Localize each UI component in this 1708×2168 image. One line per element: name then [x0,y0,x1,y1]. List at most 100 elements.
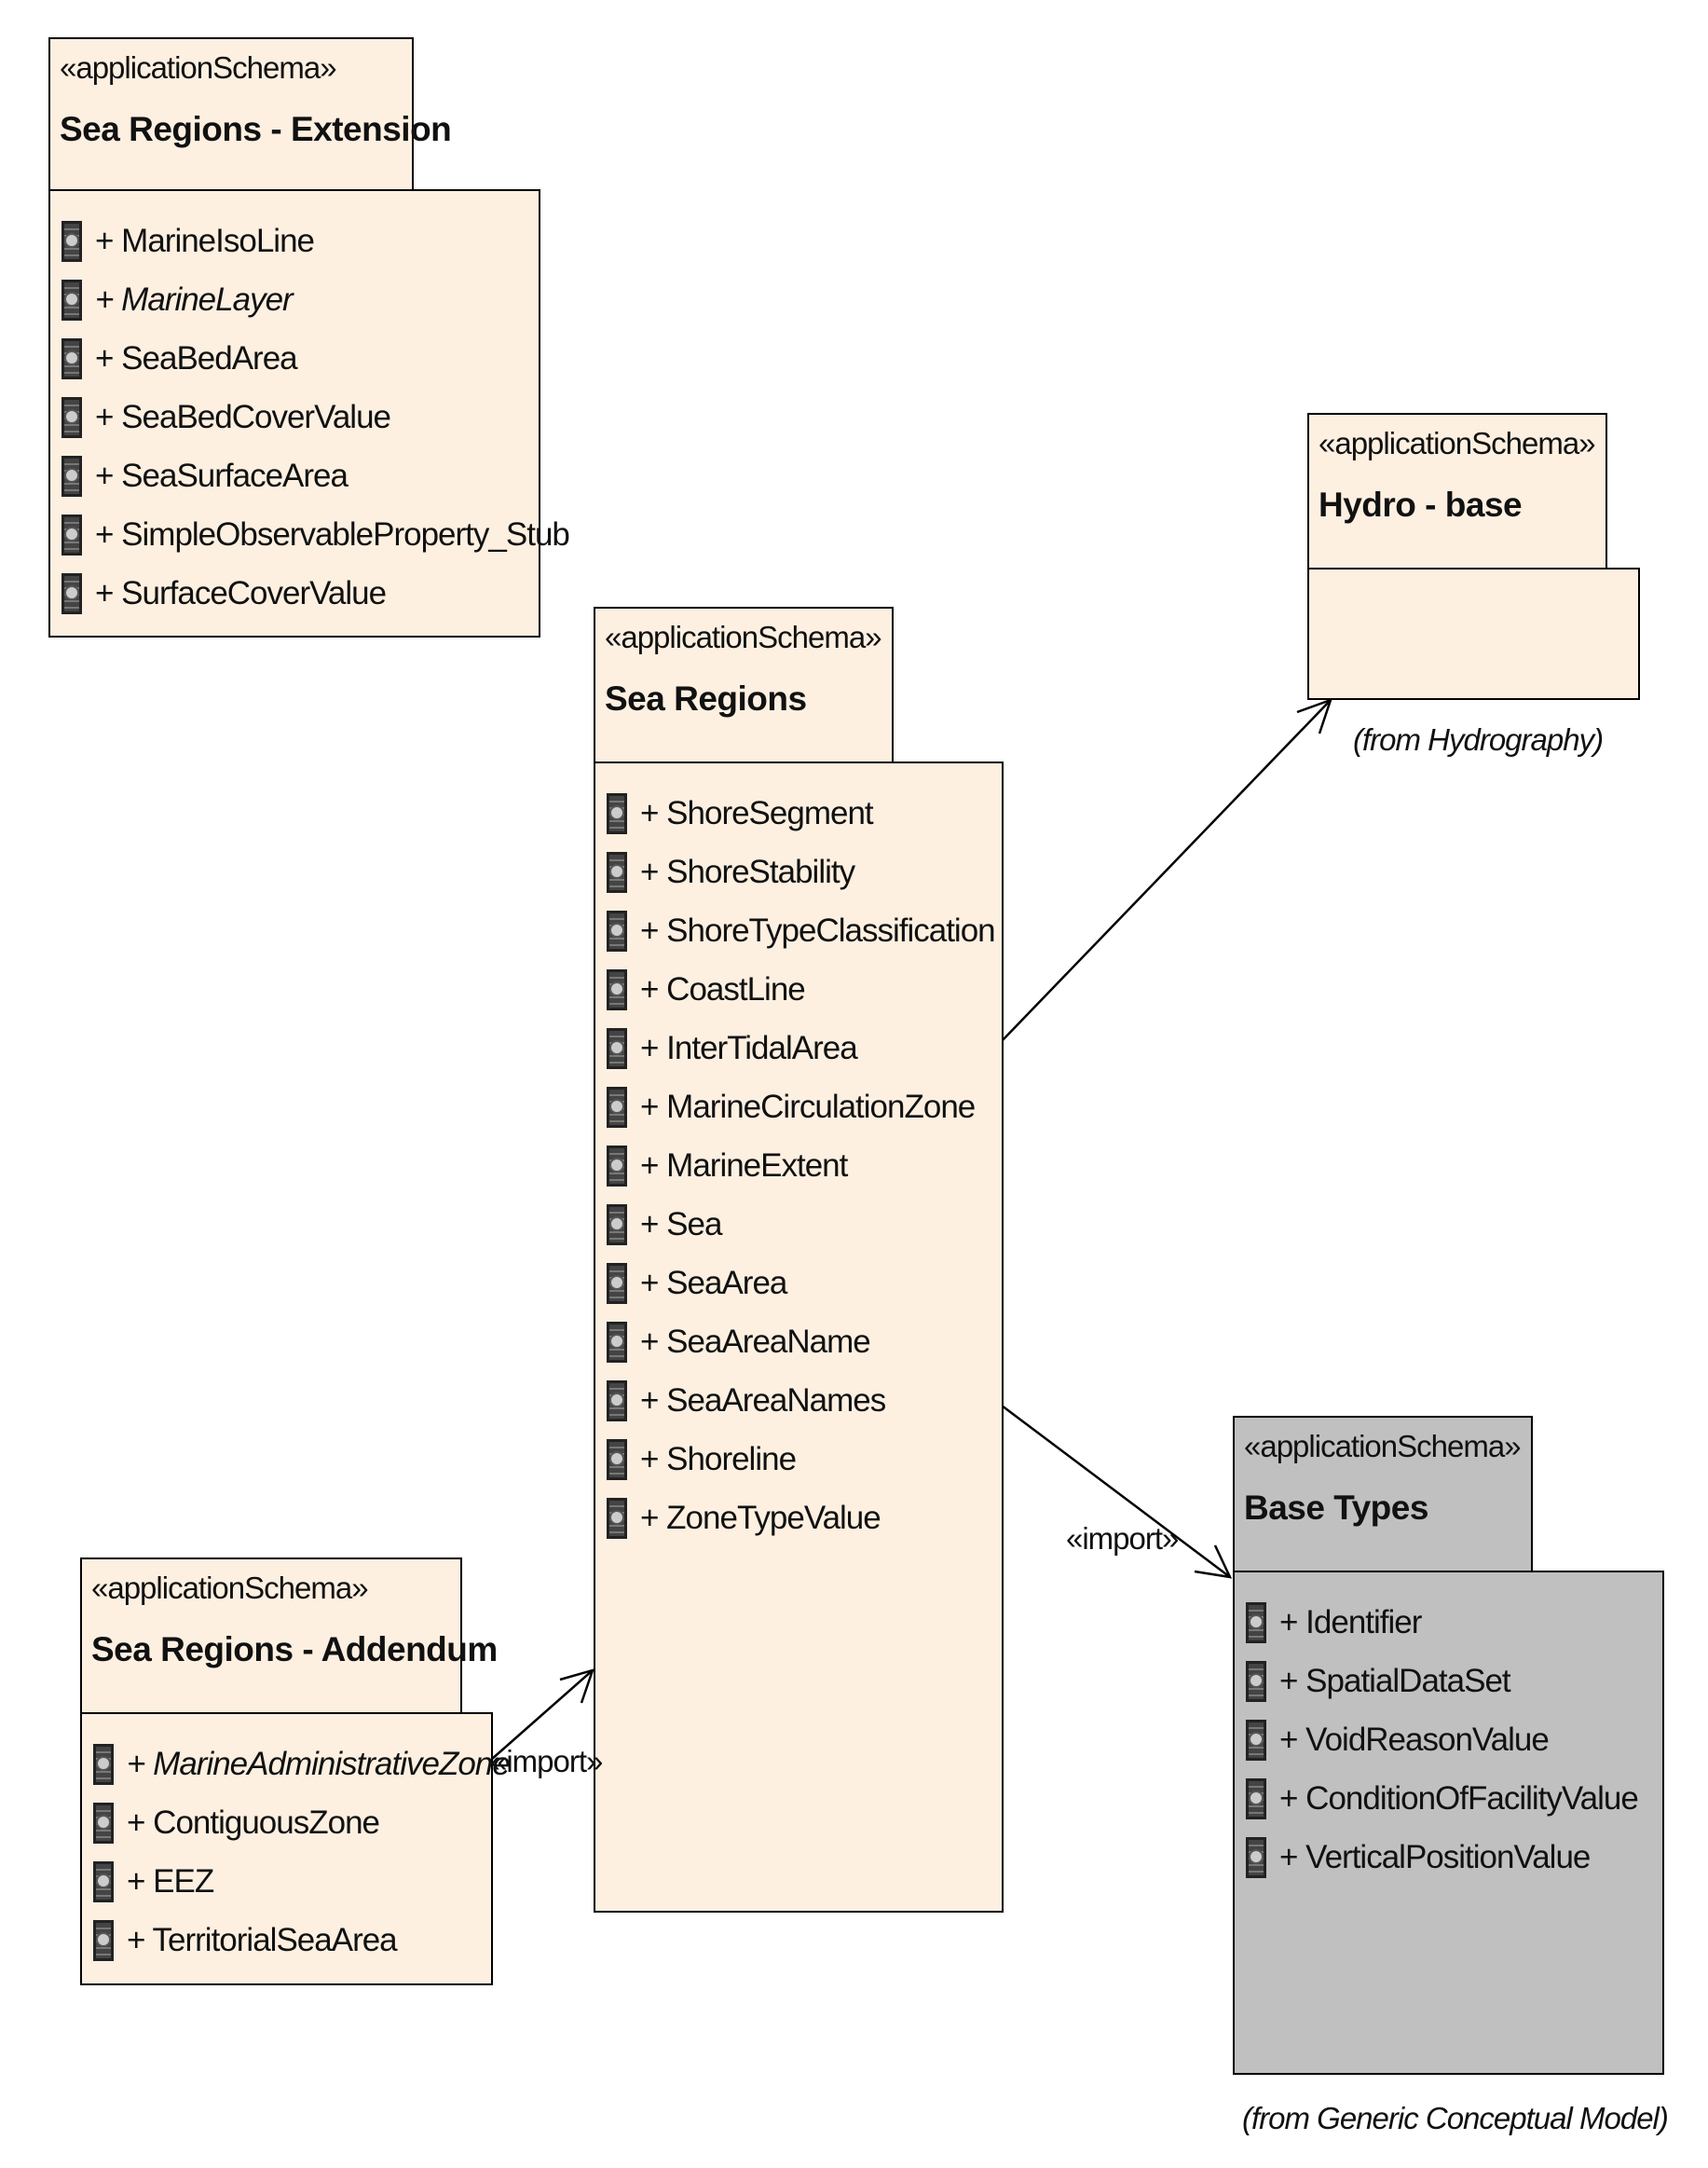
package-item[interactable]: + CoastLine [607,960,995,1019]
package-item[interactable]: + ConditionOfFacilityValue [1246,1769,1639,1828]
class-icon [1246,1777,1266,1819]
package-item[interactable]: + VerticalPositionValue [1246,1828,1638,1887]
import-label: «import» [1066,1521,1179,1556]
arrowhead-sea-regions [559,1668,594,1704]
package-contents: + MarineAdministrativeZone + ContiguousZo… [93,1735,511,1969]
package-item[interactable]: + MarineIsoLine [61,212,569,270]
class-icon [61,337,82,379]
package-item[interactable]: + SpatialDataSet [1246,1652,1638,1710]
class-icon [1246,1719,1266,1761]
class-icon [607,910,627,952]
package-item[interactable]: + SeaAreaName [607,1312,995,1371]
package-item[interactable]: + MarineAdministrativeZone [93,1735,511,1793]
package-item-label: + ContiguousZone [127,1804,380,1841]
package-item-label: + MarineIsoLine [95,222,315,259]
class-icon [61,455,82,497]
class-icon [607,1145,627,1187]
package-item-label: + VerticalPositionValue [1279,1838,1591,1875]
class-icon [93,1743,114,1785]
package-item[interactable]: + SimpleObservableProperty_Stub [61,505,570,564]
package-item[interactable]: + MarineCirculationZone [607,1077,995,1136]
package-item[interactable]: + SurfaceCoverValue [61,564,569,623]
package-item[interactable]: + InterTidalArea [607,1019,995,1077]
package-item[interactable]: + TerritorialSeaArea [93,1911,510,1969]
package-item-label: + SpatialDataSet [1279,1662,1511,1699]
package-item-label: + SeaAreaName [640,1323,871,1360]
package-tab: «applicationSchema» Sea Regions - Addend… [80,1557,498,1714]
arrowhead-hydro [1296,697,1333,734]
package-stereotype: «applicationSchema» [605,620,882,654]
package-stereotype: «applicationSchema» [1319,426,1596,460]
package-item-label: + SeaSurfaceArea [95,457,348,494]
class-icon [61,220,82,262]
class-icon [61,396,82,438]
package-item-label: + Shoreline [640,1440,797,1477]
class-icon [607,1262,627,1304]
package-item[interactable]: + ShoreSegment [607,784,995,843]
package-contents: + Identifier + SpatialDataSet + VoidReason… [1246,1593,1639,1887]
package-item-label: + ConditionOfFacilityValue [1279,1779,1639,1817]
package-item[interactable]: + MarineLayer [61,270,569,329]
package-item-label: + CoastLine [640,970,806,1008]
package-item[interactable]: + SeaAreaNames [607,1371,995,1430]
package-item-label: + MarineLayer [95,281,294,318]
package-name: Sea Regions - Extension [60,110,452,148]
package-item[interactable]: + ZoneTypeValue [607,1489,995,1547]
class-icon [93,1802,114,1844]
class-icon [607,792,627,834]
package-name: Base Types [1244,1489,1428,1527]
class-icon [607,1027,627,1069]
package-contents: + ShoreSegment + ShoreStability+ ShoreTyp… [607,784,996,1547]
package-item[interactable]: + SeaBedCoverValue [61,388,569,446]
edge-sea-regions-to-base-types [1001,1405,1231,1578]
package-body: + MarineIsoLine + MarineLayer + SeaBedArea… [48,189,570,638]
package-item-label: + SeaArea [640,1264,787,1301]
package-item[interactable]: + EEZ [93,1852,510,1911]
package-item-label: + ZoneTypeValue [640,1499,881,1536]
class-icon [93,1860,114,1902]
package-origin-note: (from Generic Conceptual Model) [1242,2101,1669,2135]
package-item[interactable]: + SeaArea [607,1254,995,1312]
package-item[interactable]: + VoidReasonValue [1246,1710,1638,1769]
package-contents: + MarineIsoLine + MarineLayer + SeaBedArea… [61,212,570,623]
class-icon [61,514,82,556]
package-item-label: + Sea [640,1205,722,1242]
package-item[interactable]: + Identifier [1246,1593,1638,1652]
edge-sea-regions-to-hydro [1001,699,1332,1042]
package-item[interactable]: + SeaSurfaceArea [61,446,569,505]
arrowhead-base-types [1194,1544,1233,1579]
package-item-label: + ShoreSegment [640,794,874,831]
package-item-label: + SeaBedCoverValue [95,398,391,435]
class-icon [607,968,627,1010]
package-item[interactable]: + SeaBedArea [61,329,569,388]
class-icon [607,1086,627,1128]
class-icon [607,1379,627,1421]
package-stereotype: «applicationSchema» [91,1571,369,1605]
package-item[interactable]: + Sea [607,1195,995,1254]
package-tab: «applicationSchema» Sea Regions - Extens… [48,37,452,191]
package-item[interactable]: + MarineExtent [607,1136,995,1195]
class-icon [93,1919,114,1961]
package-body: + ShoreSegment + ShoreStability+ ShoreTyp… [594,762,1004,1913]
package-name: Hydro - base [1319,486,1523,524]
package-item[interactable]: + ShoreTypeClassification [607,901,996,960]
package-item-label: + TerritorialSeaArea [127,1921,398,1958]
package-item-label: + SeaBedArea [95,339,298,377]
package-item[interactable]: + ContiguousZone [93,1793,510,1852]
package-stereotype: «applicationSchema» [60,50,337,85]
package-item[interactable]: + Shoreline [607,1430,995,1489]
package-item-label: + SurfaceCoverValue [95,574,387,611]
package-name: Sea Regions [605,679,807,718]
package-body [1307,568,1640,700]
class-icon [607,1438,627,1480]
package-item-label: + MarineCirculationZone [640,1088,976,1125]
import-label: «import» [490,1744,603,1778]
package-item[interactable]: + ShoreStability [607,843,995,901]
package-tab: «applicationSchema» Hydro - base [1307,413,1607,569]
edge-addendum-to-sea-regions [490,1669,594,1761]
package-item-label: + SimpleObservableProperty_Stub [95,515,570,553]
package-item-label: + MarineExtent [640,1146,848,1184]
package-item-label: + Identifier [1279,1603,1422,1640]
class-icon [607,1321,627,1363]
package-body: + MarineAdministrativeZone + ContiguousZo… [80,1712,511,1985]
